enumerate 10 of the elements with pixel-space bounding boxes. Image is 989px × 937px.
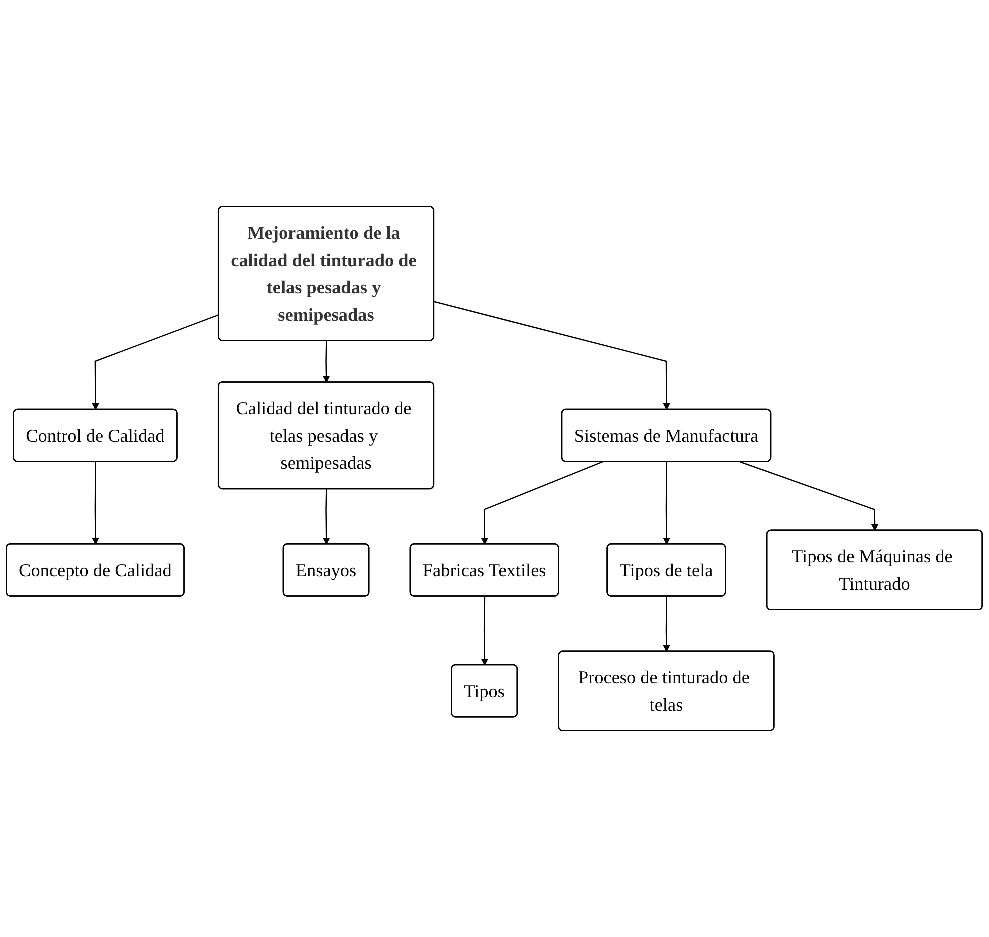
arrow — [322, 340, 330, 383]
arrow — [92, 314, 220, 410]
arrow — [92, 462, 100, 545]
arrow — [663, 596, 670, 652]
arrow — [481, 596, 489, 666]
arrow — [740, 461, 879, 531]
arrow — [322, 489, 330, 545]
arrow — [663, 462, 670, 545]
arrow — [481, 461, 604, 545]
arrow — [434, 301, 670, 410]
